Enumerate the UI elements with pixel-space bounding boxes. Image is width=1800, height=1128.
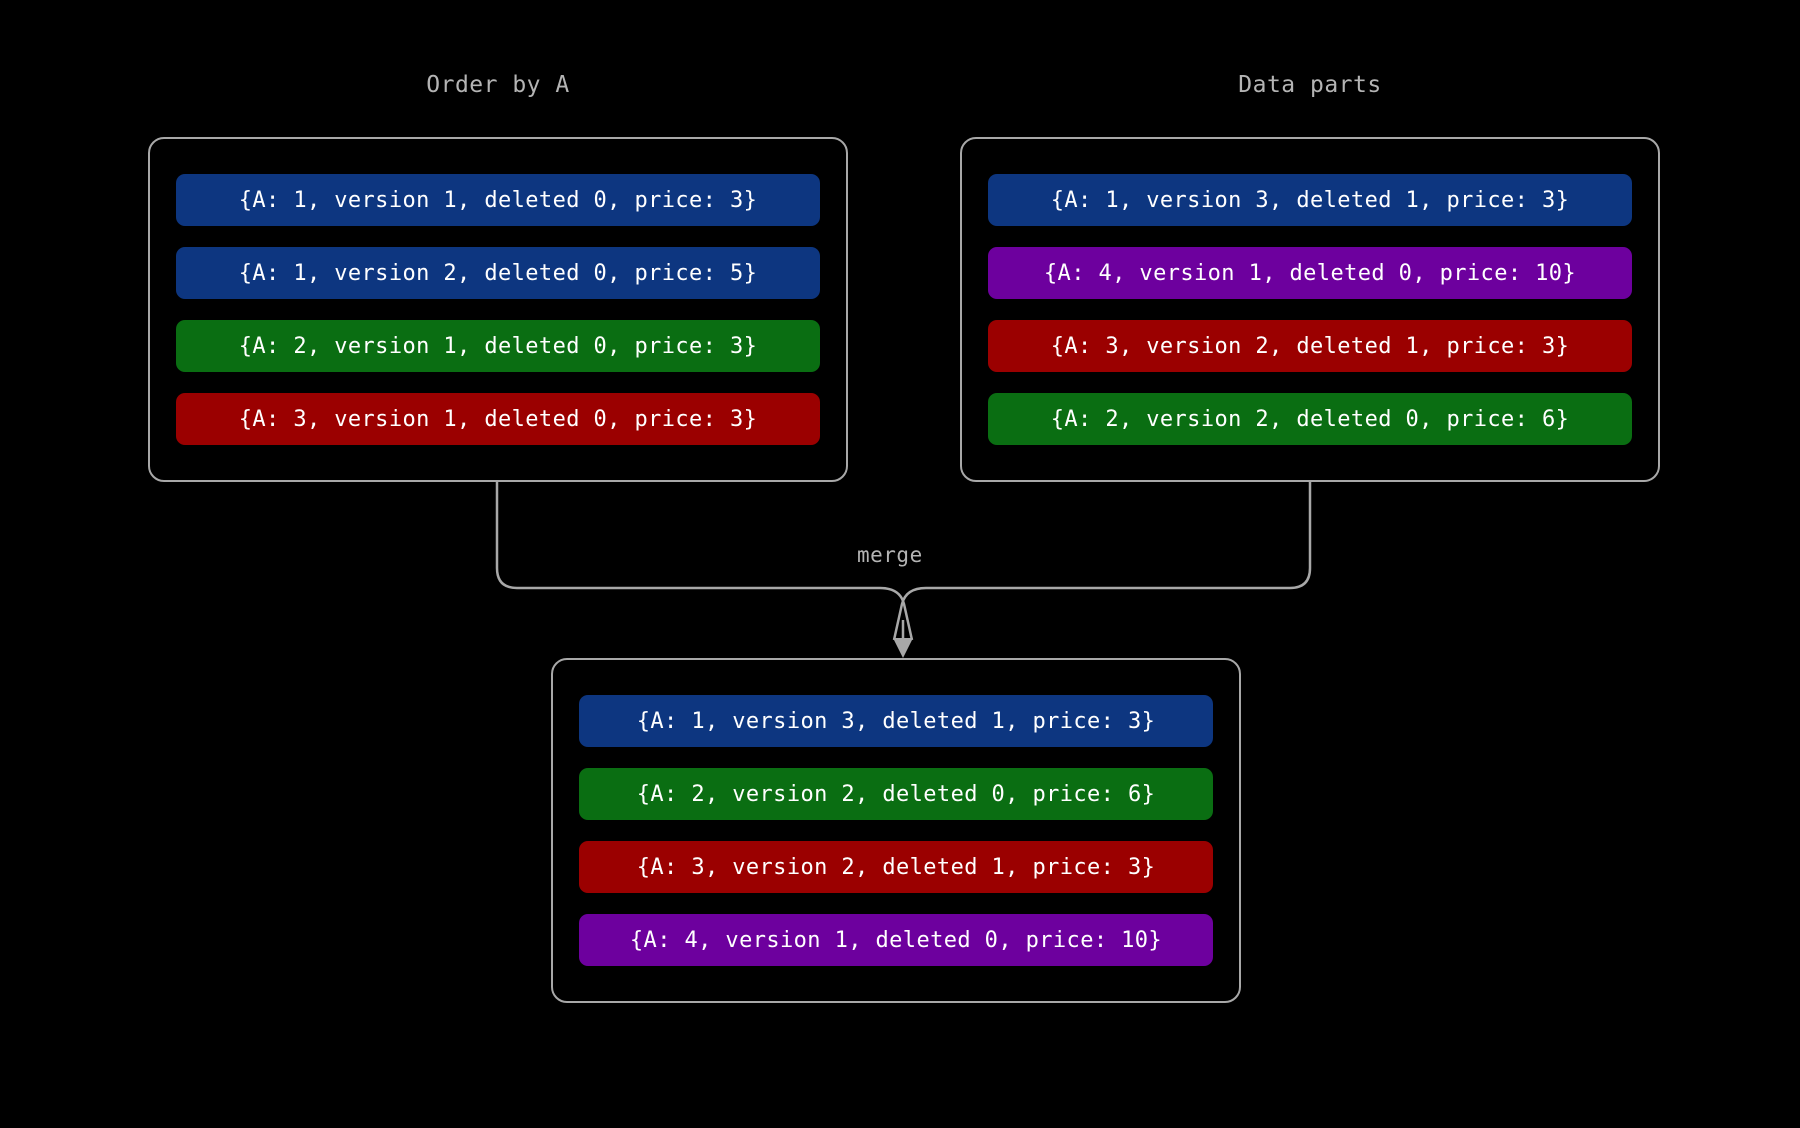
record-row[interactable]: {A: 2, version 2, deleted 0, price: 6} xyxy=(579,768,1213,820)
panel-order-by-a: {A: 1, version 1, deleted 0, price: 3} {… xyxy=(148,137,848,482)
record-row[interactable]: {A: 1, version 1, deleted 0, price: 3} xyxy=(176,174,820,226)
record-row[interactable]: {A: 3, version 2, deleted 1, price: 3} xyxy=(579,841,1213,893)
record-row[interactable]: {A: 3, version 2, deleted 1, price: 3} xyxy=(988,320,1632,372)
record-row[interactable]: {A: 2, version 1, deleted 0, price: 3} xyxy=(176,320,820,372)
panel-data-parts: {A: 1, version 3, deleted 1, price: 3} {… xyxy=(960,137,1660,482)
connector-path-left xyxy=(495,481,914,641)
record-row[interactable]: {A: 1, version 3, deleted 1, price: 3} xyxy=(579,695,1213,747)
record-list-merged-result: {A: 1, version 3, deleted 1, price: 3} {… xyxy=(553,695,1239,966)
record-list-data-parts: {A: 1, version 3, deleted 1, price: 3} {… xyxy=(962,174,1658,445)
record-row[interactable]: {A: 2, version 2, deleted 0, price: 6} xyxy=(988,393,1632,445)
record-row[interactable]: {A: 4, version 1, deleted 0, price: 10} xyxy=(579,914,1213,966)
group-title-data-parts: Data parts xyxy=(1238,72,1382,98)
record-row[interactable]: {A: 1, version 3, deleted 1, price: 3} xyxy=(988,174,1632,226)
record-row[interactable]: {A: 3, version 1, deleted 0, price: 3} xyxy=(176,393,820,445)
record-row[interactable]: {A: 4, version 1, deleted 0, price: 10} xyxy=(988,247,1632,299)
merge-label: merge xyxy=(857,543,923,567)
down-arrow-head-icon xyxy=(893,638,913,658)
record-list-order-by-a: {A: 1, version 1, deleted 0, price: 3} {… xyxy=(150,174,846,445)
connector-path-right xyxy=(892,481,1312,641)
group-title-order-by-a: Order by A xyxy=(426,72,570,98)
record-row[interactable]: {A: 1, version 2, deleted 0, price: 5} xyxy=(176,247,820,299)
panel-merged-result: {A: 1, version 3, deleted 1, price: 3} {… xyxy=(551,658,1241,1003)
